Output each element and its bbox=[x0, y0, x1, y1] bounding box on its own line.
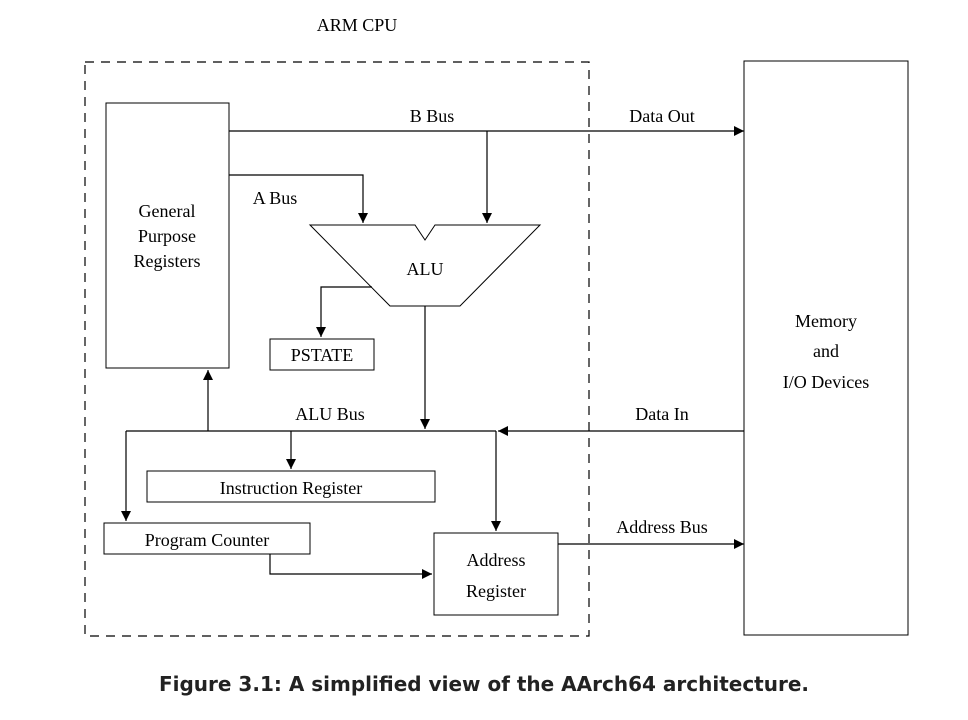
program-counter-label: Program Counter bbox=[145, 530, 269, 550]
data-out-label: Data Out bbox=[629, 106, 694, 126]
pstate-box bbox=[269, 338, 375, 371]
data-in-label: Data In bbox=[635, 404, 688, 424]
program-counter-box bbox=[103, 522, 311, 555]
cpu-label: ARM CPU bbox=[317, 15, 398, 35]
a-bus-label: A Bus bbox=[253, 188, 298, 208]
instruction-register-box bbox=[146, 470, 436, 503]
memory-label-line1: Memory bbox=[795, 311, 857, 331]
alu-to-pstate-arrow bbox=[316, 286, 372, 337]
pc-to-ar-arrow bbox=[269, 554, 432, 579]
address-register-box bbox=[433, 532, 559, 616]
gpr-label-line3: Registers bbox=[134, 251, 201, 271]
alu-bus-label: ALU Bus bbox=[295, 404, 365, 424]
alu-block bbox=[308, 224, 542, 307]
memory-label-line2: and bbox=[813, 341, 839, 361]
instruction-register-label: Instruction Register bbox=[220, 478, 362, 498]
general-purpose-registers bbox=[105, 102, 230, 369]
gpr-label-line1: General bbox=[139, 201, 196, 221]
a-bus-line bbox=[229, 174, 368, 223]
gpr-label-line2: Purpose bbox=[138, 226, 196, 246]
memory-label-line3: I/O Devices bbox=[783, 372, 869, 392]
pstate-label: PSTATE bbox=[291, 345, 354, 365]
address-bus-label: Address Bus bbox=[616, 517, 708, 537]
memory-io-box bbox=[743, 60, 909, 636]
figure-caption: Figure 3.1: A simplified view of the AAr… bbox=[158, 672, 810, 696]
address-register-label-line1: Address bbox=[467, 550, 526, 570]
alu-label: ALU bbox=[407, 259, 444, 279]
address-register-label-line2: Register bbox=[466, 581, 526, 601]
cpu-boundary bbox=[84, 61, 590, 637]
b-bus-label: B Bus bbox=[410, 106, 455, 126]
